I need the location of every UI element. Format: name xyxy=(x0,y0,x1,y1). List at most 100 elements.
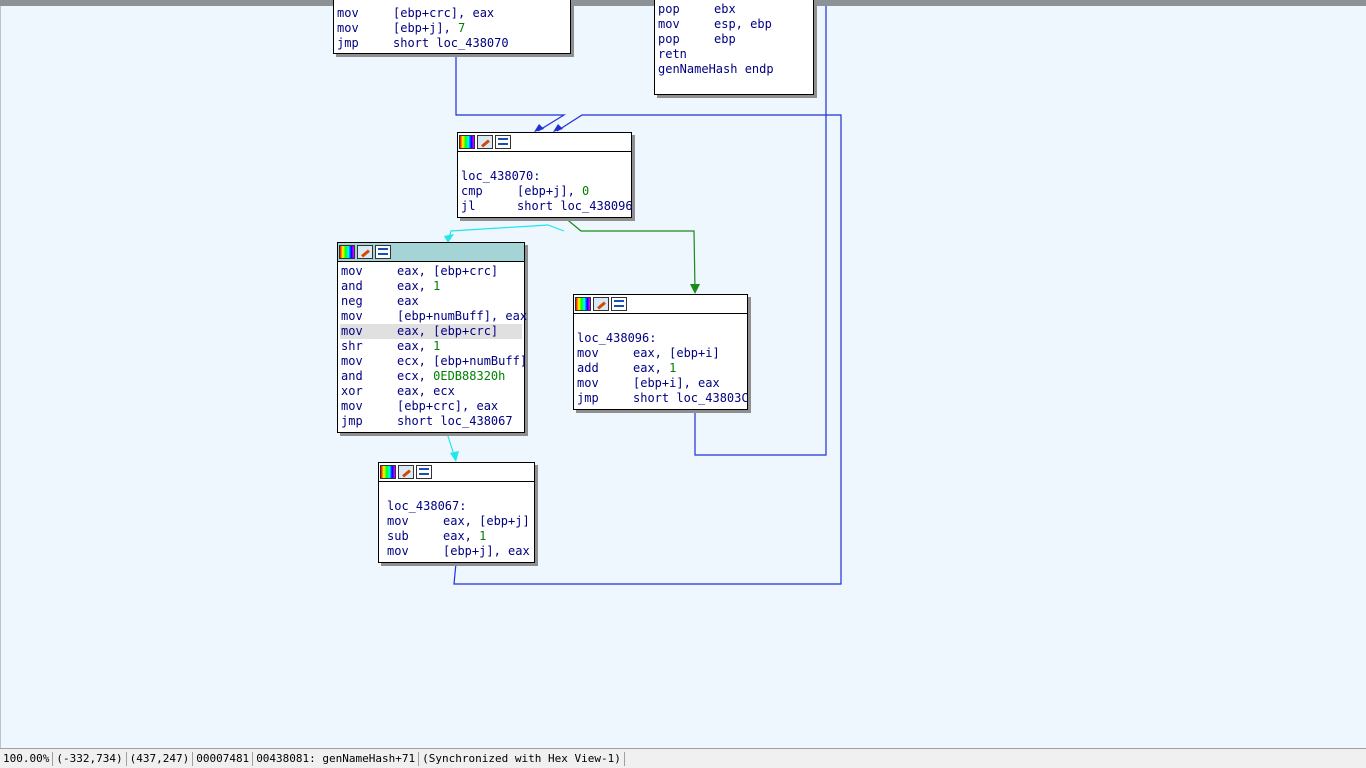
file-offset: 00007481 xyxy=(193,751,254,766)
node-header xyxy=(458,133,631,152)
node-label[interactable]: loc_438067: xyxy=(386,499,532,514)
arrowhead-2 xyxy=(553,124,563,132)
mnemonic: sub xyxy=(387,529,409,543)
asm-line[interactable]: mov esp, ebp xyxy=(657,17,811,32)
edit-node-icon[interactable] xyxy=(357,245,373,259)
operand: ebx xyxy=(714,2,736,16)
zoom-level: 100.00% xyxy=(0,751,54,766)
mnemonic: mov xyxy=(658,17,680,31)
color-palette-icon[interactable] xyxy=(575,297,591,311)
mnemonic: mov xyxy=(337,21,359,35)
label-text: loc_438096: xyxy=(577,331,657,345)
mnemonic: mov xyxy=(387,514,409,528)
edit-node-icon[interactable] xyxy=(593,297,609,311)
asm-line[interactable]: mov[ebp+crc], eax xyxy=(336,6,568,21)
node-label[interactable]: loc_438096: xyxy=(576,331,745,346)
graph-node-icon[interactable] xyxy=(375,245,391,259)
node-label[interactable]: loc_438070: xyxy=(460,169,629,184)
asm-line[interactable]: pop ebp xyxy=(657,32,811,47)
edge-jl-taken xyxy=(563,216,696,291)
operand: eax, 1 xyxy=(397,339,441,353)
mnemonic: jmp xyxy=(337,36,359,50)
graph-node-icon[interactable] xyxy=(416,465,432,479)
operand: [ebp+j], 7 xyxy=(393,21,466,35)
graph-node-icon[interactable] xyxy=(495,135,511,149)
operand: short loc_438070 xyxy=(393,36,509,50)
asm-line[interactable]: mov ecx, [ebp+numBuff] xyxy=(340,354,527,369)
mnemonic: mov xyxy=(337,6,359,20)
asm-line[interactable]: cmp[ebp+j], 0 xyxy=(460,184,629,199)
blank-line xyxy=(460,154,629,169)
mnemonic: jmp xyxy=(341,414,363,428)
graph-view-canvas[interactable] xyxy=(0,6,1366,748)
mnemonic: mov xyxy=(387,544,409,558)
edge-438096-to-43803C xyxy=(694,6,827,456)
edge-438067-loop-back xyxy=(453,114,842,585)
asm-line[interactable]: jl short loc_438096 xyxy=(460,199,633,214)
mnemonic: mov xyxy=(341,324,363,338)
endp-directive: genNameHash endp xyxy=(658,62,774,76)
graph-node-icon[interactable] xyxy=(611,297,627,311)
node-top-right[interactable]: pop ebx mov esp, ebp pop ebp retn genNameHa… xyxy=(654,0,814,95)
operand: ecx, [ebp+numBuff] xyxy=(397,354,528,368)
asm-line[interactable]: mov[ebp+i], eax xyxy=(576,376,745,391)
current-address: 00438081: genNameHash+71 xyxy=(253,751,420,766)
operand: [ebp+crc], eax xyxy=(397,399,499,413)
asm-line[interactable]: retn xyxy=(657,47,811,62)
operand: [ebp+j], eax xyxy=(443,544,530,558)
asm-line[interactable]: mov [ebp+j], 7 xyxy=(336,21,568,36)
node-top-left[interactable]: mov[ebp+crc], eax mov [ebp+j], 7 jmp short… xyxy=(333,0,571,54)
mnemonic: mov xyxy=(341,264,363,278)
asm-line[interactable]: genNameHash endp xyxy=(657,62,811,77)
asm-line[interactable]: pop ebx xyxy=(657,2,811,17)
asm-line[interactable]: mov[ebp+crc], eax xyxy=(340,399,522,414)
mnemonic: pop xyxy=(658,32,680,46)
operand: ebp xyxy=(714,32,736,46)
mnemonic: and xyxy=(341,279,363,293)
color-palette-icon[interactable] xyxy=(459,135,475,149)
mnemonic: mov xyxy=(341,354,363,368)
color-palette-icon[interactable] xyxy=(339,245,355,259)
operand: [ebp+numBuff], eax xyxy=(397,309,528,323)
mnemonic: mov xyxy=(577,376,599,390)
operand: short loc_438096 xyxy=(517,199,633,213)
node-header xyxy=(338,243,524,262)
asm-line[interactable]: jmp short loc_438070 xyxy=(336,36,568,51)
node-loc-438070[interactable]: loc_438070: cmp[ebp+j], 0 jl short loc_43… xyxy=(457,132,633,218)
mnemonic: and xyxy=(341,369,363,383)
asm-line[interactable]: mov eax, [ebp+i] xyxy=(576,346,745,361)
asm-line[interactable]: mov[ebp+numBuff], eax xyxy=(340,309,527,324)
arrowhead-3 xyxy=(690,284,700,294)
mnemonic: jl xyxy=(461,199,476,213)
label-text: loc_438067: xyxy=(387,499,467,513)
edit-node-icon[interactable] xyxy=(477,135,493,149)
asm-line[interactable]: mov [ebp+j], eax xyxy=(386,544,532,559)
mnemonic: neg xyxy=(341,294,363,308)
arrowhead-1 xyxy=(534,124,544,132)
label-text: loc_438070: xyxy=(461,169,541,183)
mnemonic: mov xyxy=(577,346,599,360)
operand: [ebp+j], 0 xyxy=(517,184,590,198)
operand: esp, ebp xyxy=(714,17,772,31)
blank-line xyxy=(576,316,745,331)
edit-node-icon[interactable] xyxy=(398,465,414,479)
color-palette-icon[interactable] xyxy=(380,465,396,479)
mnemonic: pop xyxy=(658,2,680,16)
operand: eax, [ebp+j] xyxy=(443,514,530,528)
asm-line[interactable]: mov eax, [ebp+j] xyxy=(386,514,532,529)
operand: eax, [ebp+i] xyxy=(633,346,720,360)
